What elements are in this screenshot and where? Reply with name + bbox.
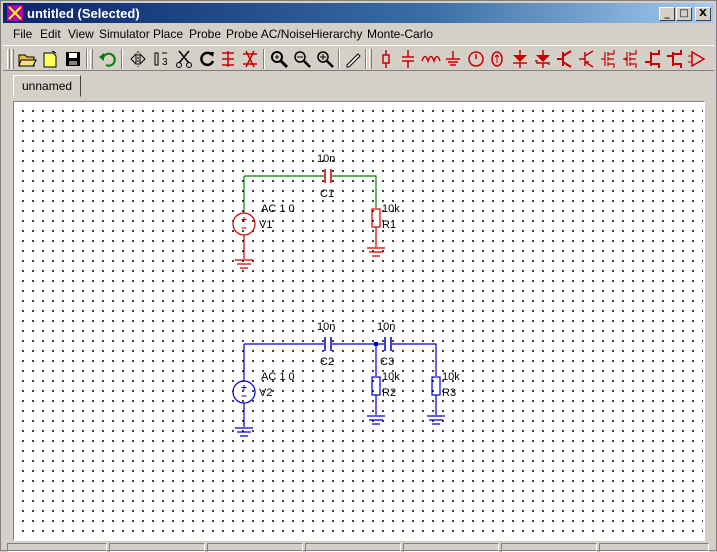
toolbar-grip[interactable] [11,49,14,69]
delete-part-icon[interactable] [240,49,260,69]
toolbar-separator [86,49,88,69]
zoom-fit-icon[interactable] [269,49,289,69]
delete-wire-icon[interactable] [218,49,238,69]
c3-name: C3 [380,356,394,368]
mirror-vertical-icon[interactable]: 3 [151,49,171,69]
menu-simulator[interactable]: Simulator [99,27,150,41]
v1-name: V1 [259,219,272,231]
pnp-transistor-icon[interactable] [577,49,597,69]
document-tabs: unnamed [3,73,714,99]
menu-edit[interactable]: Edit [40,27,61,41]
ground-symbol[interactable] [427,415,445,425]
junction-dot [374,342,378,346]
diode-icon[interactable] [510,49,530,69]
c2-value: 10n [317,321,335,333]
maximize-button[interactable]: □ [676,7,692,21]
r1-value: 10k [382,203,400,215]
capacitor-c3[interactable] [384,337,392,351]
vertical-scrollbar-track[interactable] [705,101,714,541]
r2-value: 10k [382,371,400,383]
window-title: untitled (Selected) [27,6,140,21]
rotate-icon[interactable] [197,49,217,69]
pjfet-icon[interactable] [665,49,685,69]
toolbar-grip[interactable] [7,49,10,69]
inductor-icon[interactable] [421,49,441,69]
resistor-icon[interactable] [376,49,396,69]
npn-transistor-icon[interactable] [555,49,575,69]
c1-name: C1 [320,188,334,200]
capacitor-icon[interactable] [398,49,418,69]
toolbar-separator [121,49,123,69]
c1-value: 10n [317,153,335,165]
toolbar-grip[interactable] [90,49,93,69]
v2-name: V2 [259,387,272,399]
draw-wire-icon[interactable] [343,49,363,69]
menu-probe[interactable]: Probe [189,27,222,41]
opamp-icon[interactable] [687,49,707,69]
toolbar-separator [365,49,367,69]
current-source-icon[interactable] [487,49,507,69]
jfet-icon[interactable] [643,49,663,69]
title-bar[interactable]: untitled (Selected) _ □ X [3,3,714,23]
zoom-in-icon[interactable] [315,49,335,69]
r1-name: R1 [382,219,396,231]
wire[interactable] [243,343,437,381]
menu-probe-ac-noise[interactable]: Probe AC/Noise [226,27,312,41]
toolbar: 3 [3,45,714,71]
c3-value: 10n [377,321,395,333]
zoom-out-icon[interactable] [292,49,312,69]
v2-value: AC 1 0 [261,371,295,383]
toolbar-separator [338,49,340,69]
capacitor-c2[interactable] [324,337,332,351]
schematic-canvas-frame: 10n C1 AC 1 0 V1 [13,101,705,541]
voltage-source-v1[interactable] [232,212,256,259]
r3-value: 10k [442,371,460,383]
mirror-horizontal-icon[interactable] [128,49,148,69]
minimize-button[interactable]: _ [659,7,675,21]
menu-view[interactable]: View [68,27,94,41]
pmos-icon[interactable] [621,49,641,69]
resistor-r1[interactable] [371,208,381,247]
v1-value: AC 1 0 [261,203,295,215]
capacitor-c1[interactable] [324,169,332,183]
voltage-source-icon[interactable] [466,49,486,69]
ground-symbol[interactable] [367,415,385,425]
new-file-icon[interactable] [40,49,60,69]
zener-diode-icon[interactable] [533,49,553,69]
toolbar-grip[interactable] [369,49,372,69]
save-icon[interactable] [63,49,83,69]
app-icon [7,5,23,21]
ground-symbol[interactable] [235,259,253,269]
resistor-r2[interactable] [371,376,381,415]
undo-icon[interactable] [98,49,118,69]
r3-name: R3 [442,387,456,399]
menu-place[interactable]: Place [153,27,184,41]
close-button[interactable]: X [695,7,711,21]
menu-hierarchy[interactable]: Hierarchy [311,27,363,41]
menu-bar: File Edit View Simulator Place Probe Pro… [3,25,714,43]
circuit-2[interactable]: 10n C2 10n C3 AC 1 0 V2 [232,321,460,437]
r2-name: R2 [382,387,396,399]
toolbar-separator [263,49,265,69]
tab-unnamed[interactable]: unnamed [13,75,81,97]
voltage-source-v2[interactable] [232,380,256,427]
circuit-1[interactable]: 10n C1 AC 1 0 V1 [232,153,400,269]
menu-file[interactable]: File [13,27,33,41]
menu-monte-carlo[interactable]: Monte-Carlo [367,27,434,41]
ground-symbol[interactable] [235,427,253,437]
svg-text:3: 3 [162,57,168,68]
ground-symbol[interactable] [367,247,385,257]
nmos-icon[interactable] [599,49,619,69]
schematic-canvas[interactable]: 10n C1 AC 1 0 V1 [15,103,703,539]
wire[interactable] [243,175,377,213]
open-folder-icon[interactable] [17,49,37,69]
resistor-r3[interactable] [431,376,441,415]
cut-icon[interactable] [174,49,194,69]
ground-icon[interactable] [443,49,463,69]
c2-name: C2 [320,356,334,368]
